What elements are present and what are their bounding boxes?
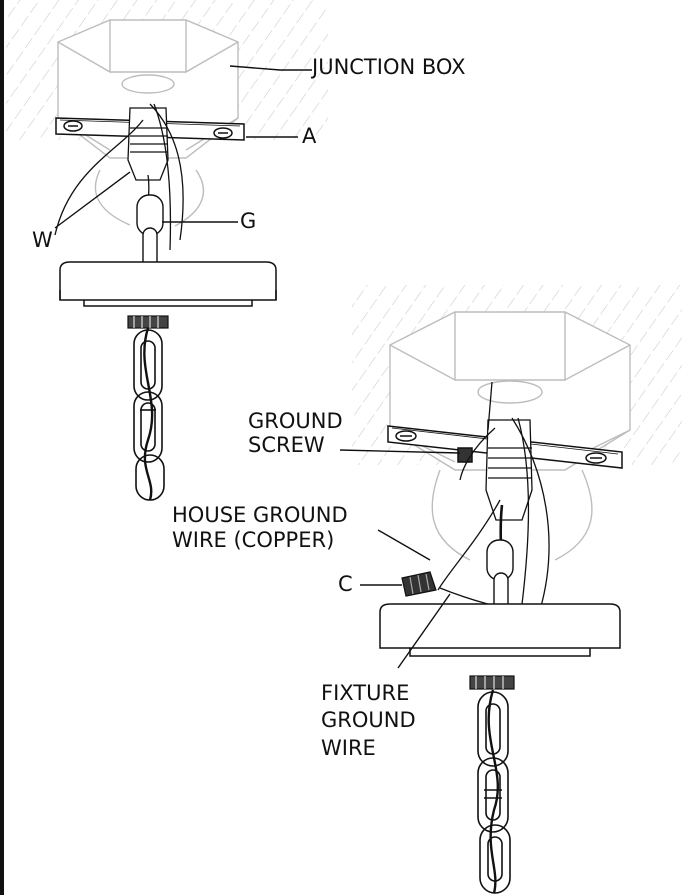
leader-fixture-ground xyxy=(397,593,451,669)
label-a: A xyxy=(302,124,317,148)
upper-chain-left xyxy=(136,194,164,269)
label-house-ground-line2: WIRE (COPPER) xyxy=(172,528,335,552)
leader-junction-box xyxy=(229,65,312,71)
label-fixture-ground-line3: WIRE xyxy=(321,736,376,760)
leader-lines xyxy=(54,65,461,669)
label-ground-screw-line2: SCREW xyxy=(248,433,325,457)
canopy-left xyxy=(59,261,277,307)
right-assembly xyxy=(352,285,682,894)
wire-connector-c xyxy=(401,571,437,597)
label-fixture-ground-line2: GROUND xyxy=(321,708,416,732)
leader-ground-screw xyxy=(339,449,461,454)
label-w: W xyxy=(32,228,53,252)
label-junction-box: JUNCTION BOX xyxy=(312,55,466,79)
label-c: C xyxy=(338,572,353,596)
left-assembly xyxy=(6,0,328,501)
leader-house-ground xyxy=(377,529,431,561)
threaded-neck-right xyxy=(485,419,533,521)
label-g: G xyxy=(240,209,257,233)
label-fixture-ground-line1: FIXTURE xyxy=(321,681,410,705)
hanging-chain-right xyxy=(477,689,511,894)
label-ground-screw-line1: GROUND xyxy=(248,409,343,433)
upper-chain-right xyxy=(486,539,514,614)
label-house-ground-line1: HOUSE GROUND xyxy=(172,503,348,527)
leader-w xyxy=(54,171,131,229)
hanging-chain-left xyxy=(133,327,165,501)
loop-nut-right xyxy=(469,675,515,690)
canopy-right xyxy=(379,603,621,657)
loop-nut-left xyxy=(127,315,169,329)
